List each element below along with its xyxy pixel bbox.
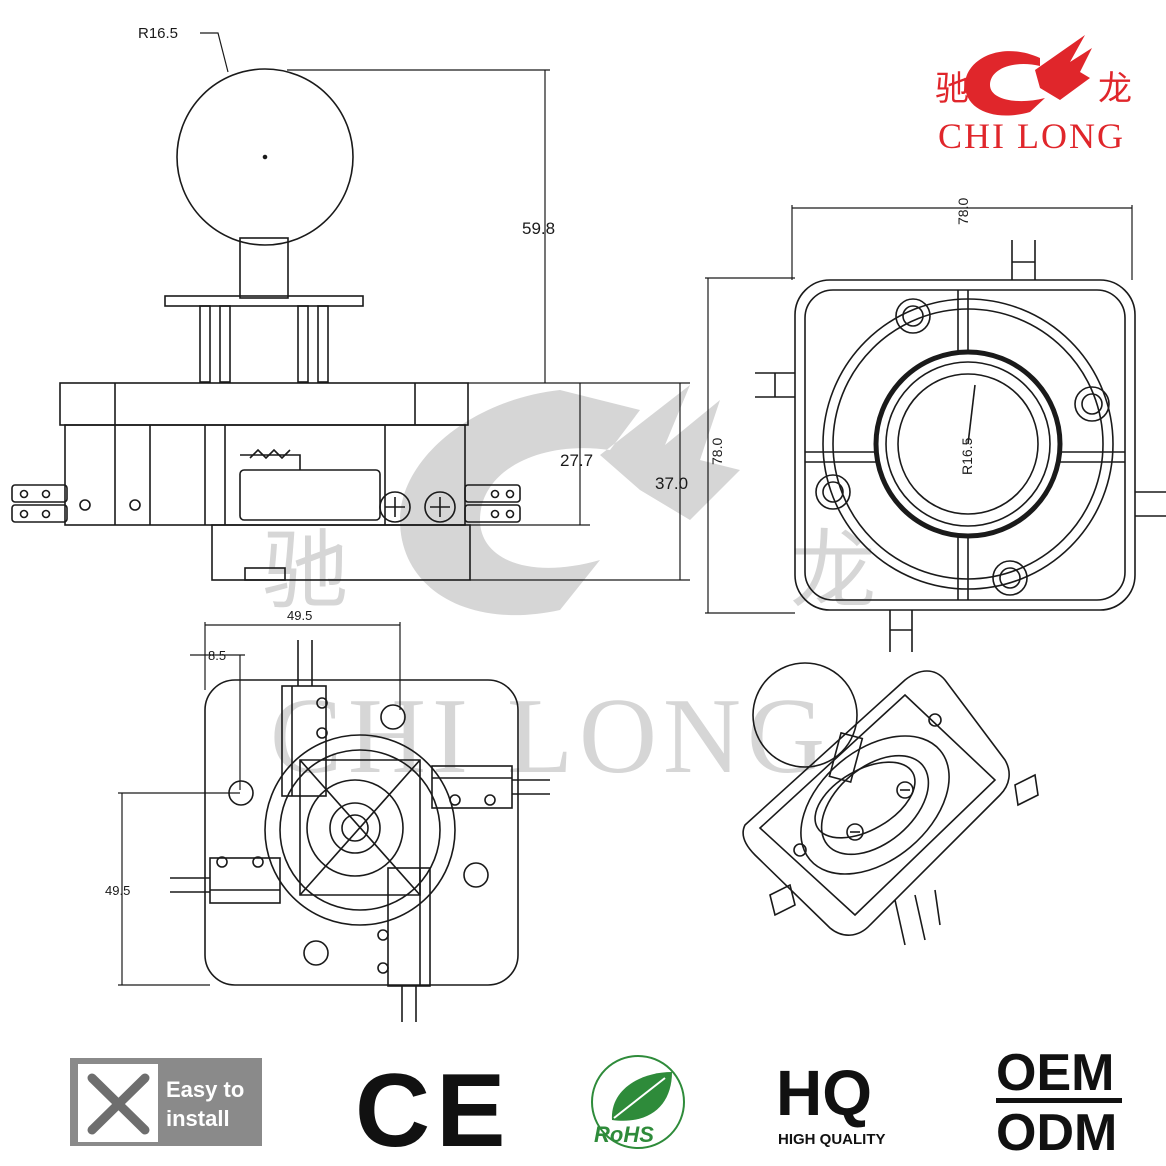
watermark-cn-left: 驰 — [262, 521, 348, 621]
bottom-view-base-plate — [204, 679, 519, 986]
top-view-terminal-right — [1135, 491, 1166, 517]
top-view-terminal-top — [1011, 240, 1036, 280]
brand-logo-mark — [965, 35, 1092, 116]
side-view-dust-washer — [164, 295, 364, 307]
top-view-ball — [897, 373, 1039, 515]
badge-easy-install-line2: install — [166, 1106, 230, 1131]
isometric-view-shaft — [828, 731, 864, 784]
badge-easy-install-line1: Easy to — [166, 1077, 244, 1102]
dim-total-height: 59.8 — [522, 219, 555, 238]
watermark-en: CHI LONG — [270, 677, 831, 796]
watermark-logo-mark — [400, 385, 740, 616]
top-view-labels: 78.0 78.0 R16.5 — [709, 198, 975, 475]
badge-rohs: RoHS — [591, 1055, 685, 1149]
bottom-view-hub — [306, 779, 404, 877]
side-view-screw-1 — [379, 491, 411, 523]
dim-ball-radius-side: R16.5 — [138, 25, 178, 42]
brand-logo-en: CHI LONG — [938, 116, 1125, 156]
dim-bottom-height: 49.5 — [105, 883, 130, 898]
top-view-outer-frame — [794, 279, 1136, 611]
side-view-post-right-2 — [317, 305, 329, 383]
isometric-view-terminals — [769, 773, 1039, 946]
isometric-view-ball — [752, 662, 858, 768]
side-view-ball-center — [262, 154, 268, 160]
isometric-view-dust-washer — [814, 761, 916, 839]
isometric-view-ring — [800, 735, 950, 875]
side-view-labels: R16.5 59.8 27.7 37.0 — [138, 25, 688, 493]
bottom-view-microswitch-left — [170, 856, 281, 904]
bottom-view-labels: 49.5 8.5 49.5 — [105, 608, 312, 898]
bottom-view-microswitch-bottom — [377, 867, 431, 1022]
bottom-view-microswitch-top — [281, 640, 328, 797]
isometric-view — [742, 662, 1039, 946]
dim-bottom-offset: 8.5 — [208, 648, 226, 663]
side-view-post-left-2 — [219, 305, 231, 383]
badge-rohs-label: RoHS — [594, 1122, 654, 1147]
badge-hq: HQ HIGH QUALITY — [776, 1057, 886, 1148]
side-view-terminals-left — [11, 484, 68, 523]
dim-overall-height: 37.0 — [655, 474, 688, 493]
brand-logo-cn-left: 驰 — [935, 69, 969, 109]
side-view-shaft — [239, 237, 289, 299]
badge-hq-mark: HQ — [776, 1057, 872, 1129]
side-view-top-plate — [59, 382, 469, 426]
side-view-dimension-lines — [200, 32, 690, 581]
dim-body-height: 27.7 — [560, 451, 593, 470]
watermark-cn-right: 龙 — [790, 521, 876, 621]
badge-hq-caption: HIGH QUALITY — [778, 1131, 886, 1148]
top-view-terminal-bottom — [889, 610, 913, 652]
badge-ce-mark: CE — [355, 1053, 511, 1166]
side-view-post-left — [199, 305, 211, 383]
bottom-view-microswitch-right — [431, 765, 550, 809]
side-view-lower-block — [211, 524, 471, 581]
bottom-view-mount-holes — [228, 704, 489, 966]
bottom-view-actuator — [299, 759, 421, 896]
badge-ce: CE — [355, 1053, 511, 1166]
badge-easy-install: Easy to install — [70, 1058, 262, 1146]
bottom-view — [118, 622, 550, 1022]
tools-icon — [87, 1073, 150, 1135]
side-view-screw-2 — [424, 491, 456, 523]
brand-logo-cn-right: 龙 — [1098, 69, 1132, 109]
top-view-terminal-left — [755, 372, 795, 398]
top-view-dimension-lines — [705, 205, 1133, 614]
dim-bottom-width: 49.5 — [287, 608, 312, 623]
badge-oem-odm: OEM ODM — [996, 1044, 1122, 1162]
side-view — [11, 32, 690, 581]
isometric-view-base — [742, 670, 1010, 936]
side-view-post-right — [297, 305, 309, 383]
bottom-view-outer-ring — [264, 734, 456, 926]
side-view-ball — [176, 68, 354, 246]
dim-ball-radius-top: R16.5 — [959, 437, 975, 475]
dim-top-width: 78.0 — [955, 198, 971, 225]
side-view-terminals-right — [464, 484, 521, 523]
dim-top-height: 78.0 — [709, 438, 725, 465]
badge-oem: OEM — [996, 1044, 1114, 1102]
watermark: 驰 龙 CHI LONG — [262, 385, 876, 796]
side-view-microswitch — [239, 469, 381, 521]
brand-logo: 驰 龙 CHI LONG — [935, 35, 1132, 156]
badge-odm: ODM — [996, 1104, 1117, 1162]
top-view-mount-holes — [815, 298, 1110, 596]
isometric-view-screws — [793, 713, 942, 857]
top-view — [705, 205, 1166, 652]
bottom-view-dimension-lines — [118, 622, 401, 986]
